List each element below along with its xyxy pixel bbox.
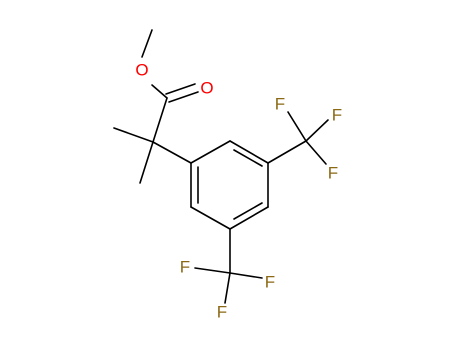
- atom-label-fluorine-4: F: [180, 258, 190, 277]
- atom-label-fluorine-6: F: [217, 303, 227, 322]
- atom-label-fluorine-5: F: [265, 273, 275, 292]
- bond-carbonyl-double-a: [165, 83, 196, 95]
- bond-carbonyl-quaternary: [152, 97, 168, 143]
- ring-bond-4: [229, 206, 269, 230]
- ring-inner-double-2: [233, 202, 263, 220]
- atom-labels: O O F F F F F F: [135, 61, 342, 322]
- bond-cf3-lower-f2: [229, 272, 263, 279]
- bond-ring-cf3-upper: [267, 140, 307, 164]
- bond-cf3-upper-f3: [305, 140, 327, 165]
- bond-quaternary-ring: [152, 141, 192, 164]
- bond-methyl-oxygen: [141, 29, 153, 58]
- bond-cf3-lower-f3: [224, 272, 231, 304]
- ring-inner-double-1: [233, 149, 263, 167]
- atom-label-fluorine-1: F: [275, 95, 285, 114]
- atom-label-fluorine-2: F: [332, 106, 342, 125]
- bond-quaternary-methyl-2: [139, 141, 154, 184]
- bond-cf3-upper-f1: [287, 111, 307, 142]
- bond-cf3-lower-f1: [194, 267, 231, 274]
- bond-carbonyl-double-b: [168, 91, 199, 103]
- ring-bond-1: [190, 140, 231, 164]
- bonds: [113, 29, 329, 304]
- ring-bond-5: [190, 206, 231, 230]
- bond-oxygen-carbonyl-carbon: [151, 84, 168, 99]
- bond-quaternary-methyl-1: [113, 127, 154, 143]
- bond-cf3-upper-f2: [305, 119, 329, 142]
- ring-bond-2: [229, 140, 269, 164]
- atom-label-oxygen-ether: O: [135, 61, 148, 80]
- atom-label-oxygen-carbonyl: O: [200, 79, 213, 98]
- atom-label-fluorine-3: F: [328, 164, 338, 183]
